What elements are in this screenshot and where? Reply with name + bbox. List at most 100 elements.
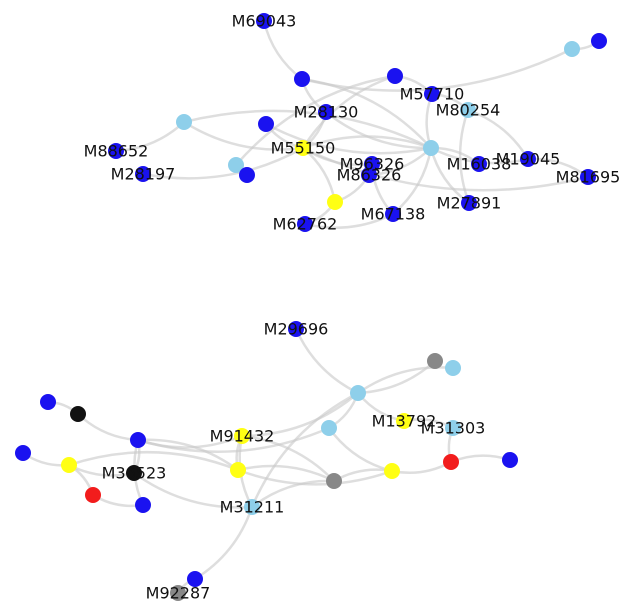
bottom-node-b_yellow_right (384, 463, 400, 479)
top-edge-t_lb_left-M55150 (183, 120, 304, 151)
bottom-edge-b_yellow_left-b_yellow_center (68, 450, 239, 472)
top-node-M62762 (297, 216, 313, 232)
bottom-node-b_blue_lower (135, 497, 151, 513)
top-edge-t_lb_left-t_lb_hub (183, 109, 432, 150)
bottom-network-graph: M29696M13792M31303M91432M36523M31211M922… (15, 320, 518, 603)
top-node-label: M67138 (361, 205, 426, 224)
top-node-label: M86326 (337, 166, 402, 185)
top-node-M28130 (318, 104, 334, 120)
top-node-label: M19045 (496, 150, 561, 169)
bottom-edge-M29696-b_lb_hub (294, 328, 359, 395)
bottom-node-b_gray_mid (326, 473, 342, 489)
top-node-M55150 (295, 140, 311, 156)
bottom-node-M31211 (244, 499, 260, 515)
top-node-M80254 (460, 102, 476, 118)
bottom-node-label: M31303 (421, 419, 486, 438)
top-node-label: M88652 (84, 142, 149, 161)
top-edge-M28197-M55150 (142, 146, 304, 180)
bottom-node-b_red_left (85, 487, 101, 503)
bottom-node-b_lb_topright (445, 360, 461, 376)
top-node-label: M16038 (447, 155, 512, 174)
top-node-label: M69043 (232, 12, 297, 31)
top-node-M86326 (361, 167, 377, 183)
bottom-edge-b_yellow_center-b_yellow_right (237, 468, 393, 486)
top-edge-t_b3-t_lb_hub (265, 122, 432, 155)
bottom-node-b_blue_hub (130, 432, 146, 448)
top-node-label: M96326 (340, 155, 405, 174)
top-edge-M80254-M27891 (458, 109, 471, 204)
bottom-edge-b_yellow_right-b_red_right (391, 460, 452, 474)
bottom-node-b_black1 (70, 406, 86, 422)
top-node-label: M55150 (271, 139, 336, 158)
bottom-node-b_lb_mid (321, 420, 337, 436)
top-edge-M67138-M62762 (304, 212, 394, 229)
top-node-M28197 (135, 166, 151, 182)
bottom-nodes (15, 321, 518, 601)
bottom-node-M91432 (234, 428, 250, 444)
bottom-edge-b_lb_topright-b_lb_hub (357, 366, 454, 395)
top-edge-M55150-M81695 (302, 146, 589, 192)
bottom-edge-b_black1-b_blue_hub (77, 413, 139, 442)
bottom-edge-b_lb_hub-M31211 (250, 391, 359, 508)
bottom-node-b_lb_hub (350, 385, 366, 401)
bottom-edge-M31211-b_blue_bottom (194, 506, 254, 581)
bottom-node-label: M91432 (210, 427, 275, 446)
top-edge-t_b2-M55150 (301, 74, 396, 149)
top-edge-t_lb_mid-t_b2 (235, 74, 396, 166)
bottom-edge-b_blue_hub-b_yellow_center (137, 438, 239, 472)
top-edge-M28130-t_lb_hub (325, 111, 432, 150)
top-node-t_lb_far (564, 41, 580, 57)
top-node-t_b2 (387, 68, 403, 84)
top-node-M57710 (424, 86, 440, 102)
bottom-edge-b_gray_top-b_lb_hub (357, 360, 436, 395)
bottom-node-b_red_right (443, 454, 459, 470)
bottom-edge-b_yellow_center-b_gray_mid (237, 464, 335, 483)
top-nodes (108, 13, 607, 232)
top-node-M27891 (461, 195, 477, 211)
bottom-node-b_blue_right (502, 452, 518, 468)
top-node-t_lb_hub (423, 140, 439, 156)
top-node-t_lb_left (176, 114, 192, 130)
bottom-edge-M91432-b_gray_mid (241, 434, 335, 482)
top-edge-t_b1-t_lb_hub (301, 77, 432, 149)
top-node-t_b3 (258, 116, 274, 132)
bottom-node-label: M36523 (102, 464, 167, 483)
top-node-M88652 (108, 143, 124, 159)
bottom-edge-b_lb_hub-M91432 (241, 392, 359, 438)
top-node-M81695 (580, 169, 596, 185)
top-node-label: M27891 (437, 194, 502, 213)
top-node-M19045 (520, 151, 536, 167)
top-node-t_b4 (239, 167, 255, 183)
top-node-M69043 (256, 13, 272, 29)
top-node-M16038 (471, 156, 487, 172)
bottom-edge-b_red_right-b_blue_right (450, 454, 511, 464)
bottom-node-M31303 (445, 420, 461, 436)
top-node-t_b1 (294, 71, 310, 87)
bottom-node-M36523 (126, 465, 142, 481)
bottom-node-label: M13792 (372, 412, 437, 431)
bottom-node-M92287 (170, 585, 186, 601)
bottom-node-label: M29696 (264, 320, 329, 339)
bottom-edge-M31211-b_gray_mid (251, 479, 335, 508)
bottom-edge-M91432-b_blue_hub (137, 434, 243, 449)
bottom-node-M29696 (288, 321, 304, 337)
bottom-node-label: M31211 (220, 498, 285, 517)
top-node-t_b_far (591, 33, 607, 49)
bottom-node-b_yellow_center (230, 462, 246, 478)
bottom-labels: M29696M13792M31303M91432M36523M31211M922… (102, 320, 486, 603)
top-node-label: M62762 (273, 215, 338, 234)
top-node-t_lb_mid (228, 157, 244, 173)
top-node-label: M80254 (436, 101, 501, 120)
top-node-M67138 (385, 206, 401, 222)
bottom-node-b_blue_bottom (187, 571, 203, 587)
bottom-node-b_gray_top (427, 353, 443, 369)
bottom-node-b_blue_left1 (40, 394, 56, 410)
top-node-label: M57710 (400, 85, 465, 104)
top-node-label: M28197 (111, 165, 176, 184)
bottom-edge-b_lb_mid-b_yellow_right (327, 427, 393, 473)
top-node-label: M28130 (294, 103, 359, 122)
top-node-label: M81695 (556, 168, 621, 187)
